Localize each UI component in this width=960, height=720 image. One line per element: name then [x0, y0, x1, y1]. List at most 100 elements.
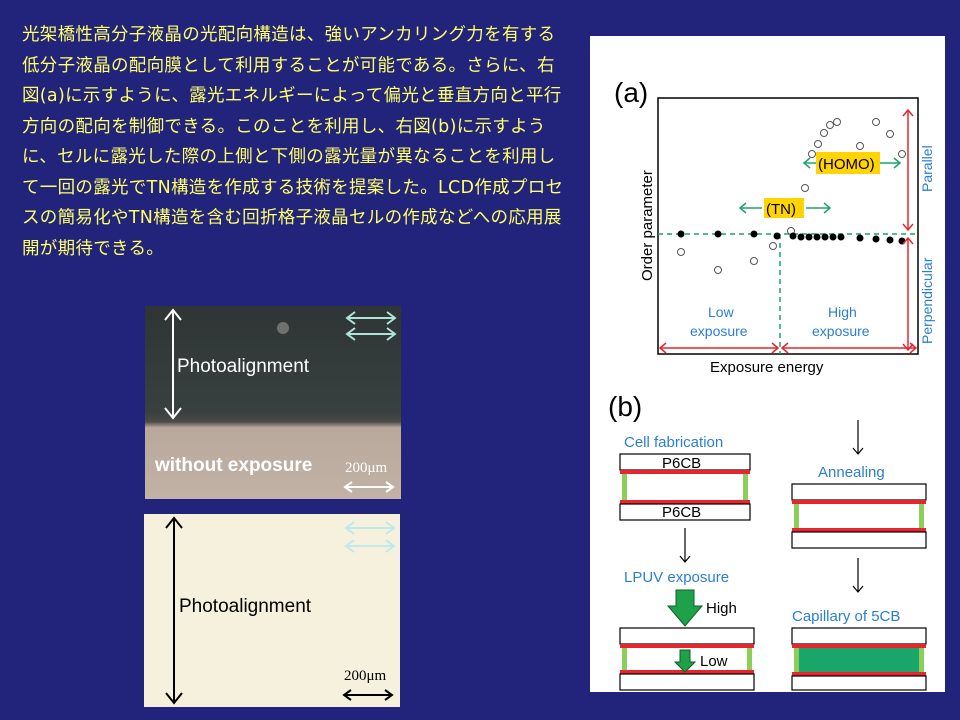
spacer-left — [622, 474, 627, 500]
alignment-layer-bottom — [792, 672, 926, 676]
description-text: 光架橋性高分子液晶の光配向構造は、強いアンカリング力を有する低分子液晶の配向膜と… — [22, 25, 564, 259]
substrate-bottom — [791, 531, 927, 549]
data-point — [797, 233, 805, 241]
data-point — [826, 121, 834, 129]
cell-fabrication-label: Cell fabrication — [624, 434, 723, 451]
data-point — [677, 230, 685, 238]
arrow-down-icon — [852, 420, 864, 455]
scale-arrow-icon — [343, 481, 395, 493]
data-point — [750, 230, 758, 238]
scale-bar-label: 200μm — [344, 668, 387, 684]
arrow-down-icon — [852, 558, 864, 593]
spacer-left — [622, 648, 627, 670]
data-point — [677, 248, 685, 256]
alignment-layer-top — [792, 644, 926, 648]
spacer-left — [794, 648, 799, 672]
data-point — [856, 142, 864, 150]
perpendicular-data-points — [677, 230, 906, 245]
figure-panel: (a) Order parameter Exposure energy — [590, 36, 945, 692]
data-point — [805, 233, 813, 241]
data-point — [821, 233, 829, 241]
plot-frame — [657, 97, 919, 355]
spacer-right — [743, 474, 748, 500]
lpuv-exposure-diagram — [619, 627, 755, 691]
homo-label-highlight — [816, 152, 880, 174]
data-point — [714, 230, 722, 238]
order-range-arrows — [902, 108, 914, 352]
low-exposure-label-1: Low — [708, 304, 735, 320]
layer-bottom-label: P6CB — [662, 504, 701, 521]
photoalignment-label: Photoalignment — [177, 356, 310, 377]
data-point — [773, 232, 781, 240]
data-point — [829, 233, 837, 241]
data-point — [837, 233, 845, 241]
spacer-right — [919, 648, 924, 672]
substrate-bottom — [619, 503, 751, 521]
high-exposure-label-1: High — [828, 304, 857, 320]
low-exposure-label-2: exposure — [690, 323, 748, 339]
alignment-layer-top — [792, 500, 926, 504]
alignment-layer-bottom — [620, 670, 754, 674]
parallel-label: Parallel — [919, 145, 935, 192]
tn-label-highlight — [764, 198, 804, 218]
data-point — [820, 129, 828, 137]
photo1-overlay — [164, 308, 397, 493]
substrate-top — [791, 483, 927, 501]
data-point — [886, 130, 894, 138]
substrate-top — [791, 627, 927, 645]
vertical-double-arrow-icon — [165, 516, 183, 705]
high-label: High — [706, 600, 737, 617]
data-point — [872, 235, 880, 243]
layer-top-label: P6CB — [662, 455, 701, 472]
figure-svg: (a) Order parameter Exposure energy — [608, 77, 935, 691]
tn-range-arrow — [738, 202, 832, 214]
panel-a-label: (a) — [614, 77, 648, 108]
double-arrow-icon — [344, 521, 396, 553]
panel-b-label: (b) — [608, 391, 642, 422]
data-point — [833, 118, 841, 126]
data-point — [886, 236, 894, 244]
photoalignment-micrograph-1: Photoalignment without exposure 200μm — [145, 306, 401, 499]
annealing-diagram — [791, 483, 927, 549]
data-point — [814, 140, 822, 148]
alignment-layer-top — [620, 644, 754, 648]
x-axis-label: Exposure energy — [710, 359, 824, 376]
high-exposure-label-2: exposure — [812, 323, 870, 339]
tn-label: (TN) — [766, 201, 796, 218]
data-point — [769, 242, 777, 250]
alignment-layer-top — [620, 470, 750, 474]
cell-fabrication-diagram — [619, 453, 751, 521]
without-exposure-label: without exposure — [155, 455, 313, 476]
data-point — [801, 184, 809, 192]
data-point — [714, 266, 722, 274]
data-point — [750, 257, 758, 265]
data-point — [898, 237, 906, 245]
capillary-label: Capillary of 5CB — [792, 608, 900, 625]
photoalignment-micrograph-2: Photoalignment 200μm — [144, 514, 400, 707]
data-point — [813, 233, 821, 241]
substrate-bottom — [791, 675, 927, 691]
data-point — [856, 234, 864, 242]
spacer-right — [919, 504, 924, 528]
alignment-layer-bottom — [792, 528, 926, 532]
annealing-label: Annealing — [818, 464, 885, 481]
spacer-left — [794, 504, 799, 528]
data-point — [898, 150, 906, 158]
data-point — [872, 118, 880, 126]
scale-arrow-icon — [342, 689, 394, 701]
y-axis-label: Order parameter — [639, 170, 656, 281]
capillary-diagram — [791, 627, 927, 691]
parallel-data-points — [677, 118, 906, 274]
spacer-right — [747, 648, 752, 670]
substrate-top — [619, 627, 755, 645]
photoalignment-label: Photoalignment — [179, 596, 312, 617]
lpuv-exposure-label: LPUV exposure — [624, 569, 729, 586]
scale-bar-label: 200μm — [345, 460, 388, 476]
arrow-down-icon — [679, 528, 691, 563]
perpendicular-label: Perpendicular — [919, 257, 935, 344]
high-exposure-arrow-icon — [666, 589, 704, 627]
alignment-layer-bottom — [620, 500, 750, 504]
data-point — [808, 150, 816, 158]
double-arrow-icon — [345, 311, 397, 341]
homo-range-arrow — [802, 157, 902, 169]
